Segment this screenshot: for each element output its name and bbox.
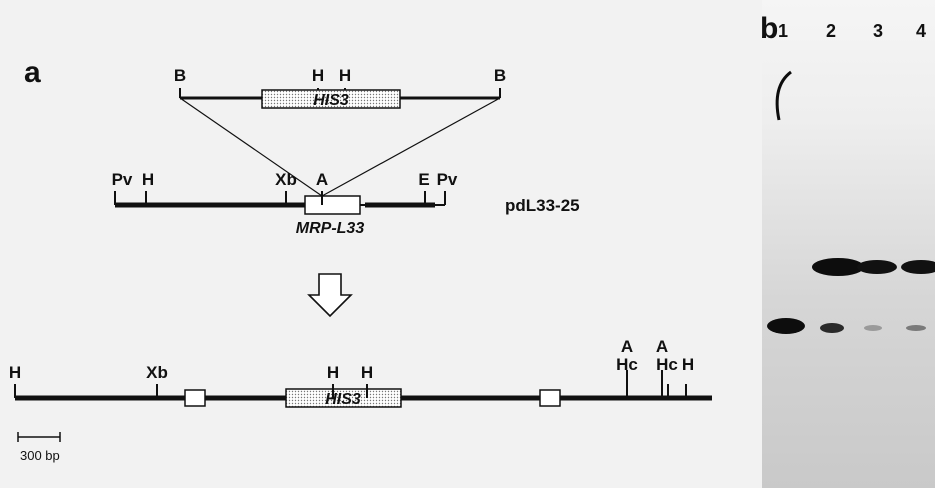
insert-site-h1: H xyxy=(312,66,324,85)
gel-lanes: 1 2 3 4 xyxy=(767,21,935,334)
plasmid-site-e: E xyxy=(418,170,429,189)
genomic-site-h2: H xyxy=(361,363,373,382)
genomic-site-h-right: H xyxy=(682,355,694,374)
scale-bar: 300 bp xyxy=(18,432,60,463)
band-lane-2-upper xyxy=(812,258,864,276)
band-lane-4-lower xyxy=(906,325,926,331)
band-lane-3-lower xyxy=(864,325,882,331)
plasmid-gene-label: MRP-L33 xyxy=(296,220,365,237)
insertion-line-left xyxy=(180,98,322,196)
insert-site-b-left: B xyxy=(174,66,186,85)
genomic-site-a1: A xyxy=(621,337,633,356)
scale-bar-label: 300 bp xyxy=(20,448,60,463)
genomic-his3-label: HIS3 xyxy=(325,391,361,408)
band-lane-4-upper xyxy=(901,260,935,274)
plasmid-site-xb: Xb xyxy=(275,170,297,189)
genomic-box-small-right xyxy=(540,390,560,406)
genomic-site-a2: A xyxy=(656,337,668,356)
insert-site-b-right: B xyxy=(494,66,506,85)
band-lane-2-lower xyxy=(820,323,844,333)
lane-label-3: 3 xyxy=(873,21,883,41)
lane-label-4: 4 xyxy=(916,21,926,41)
band-lane-3-upper xyxy=(857,260,897,274)
plasmid-site-h: H xyxy=(142,170,154,189)
insert-site-h2: H xyxy=(339,66,351,85)
insertion-line-right xyxy=(322,98,500,196)
insert-his3-label: HIS3 xyxy=(313,92,349,109)
mrp-l33-plasmid-map: Pv H Xb A E Pv MRP-L33 pdL33-25 xyxy=(112,170,580,237)
genomic-site-hc1: Hc xyxy=(616,355,638,374)
lane-label-2: 2 xyxy=(826,21,836,41)
plasmid-site-pv-left: Pv xyxy=(112,170,133,189)
panel-a-label: a xyxy=(24,56,41,89)
panel-b-label: b xyxy=(760,12,778,45)
plasmid-name-label: pdL33-25 xyxy=(505,196,580,215)
plasmid-site-a: A xyxy=(316,170,328,189)
lane-label-1: 1 xyxy=(778,21,788,41)
plasmid-mrp-l33-box xyxy=(305,196,360,214)
lane-1-well-artifact xyxy=(777,72,791,120)
genomic-site-h1: H xyxy=(327,363,339,382)
genomic-site-xb: Xb xyxy=(146,363,168,382)
down-arrow xyxy=(309,274,351,316)
band-lane-1-lower xyxy=(767,318,805,334)
genomic-box-small-left xyxy=(185,390,205,406)
genomic-site-h-far-left: H xyxy=(9,363,21,382)
plasmid-site-pv-right: Pv xyxy=(437,170,458,189)
genomic-locus-map: HIS3 H Xb H H A A Hc Hc H xyxy=(9,337,712,408)
genomic-site-hc2: Hc xyxy=(656,355,678,374)
